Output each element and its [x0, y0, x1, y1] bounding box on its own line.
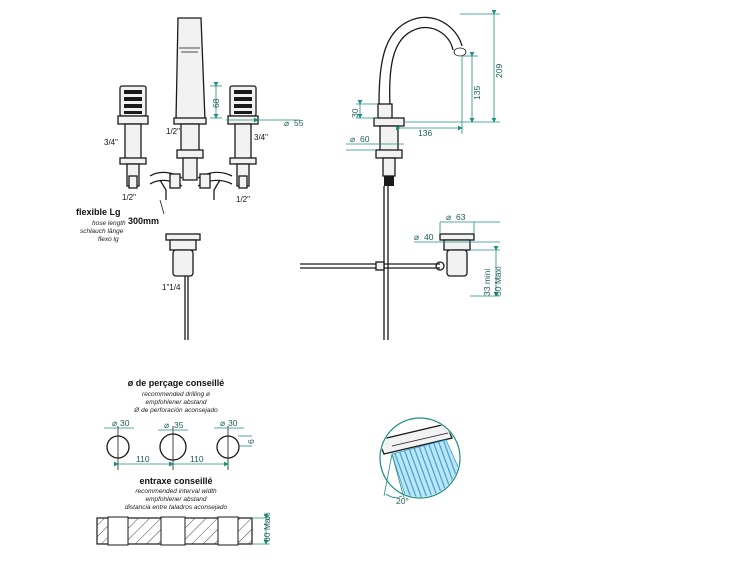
dim-60max-label: 60 Maxi: [262, 512, 272, 542]
hose-label-de: schlauch länge: [80, 228, 124, 235]
label-waste-size: 1"1/4: [162, 283, 181, 292]
hole-center-label: 35: [174, 420, 184, 430]
dim-135-label: 135: [472, 86, 482, 100]
label-3-4-right: 3/4": [254, 133, 268, 142]
label-half-center: 1/2": [166, 127, 180, 136]
dim-68-label: 68: [211, 98, 221, 108]
dim-55-label: 55: [294, 118, 304, 128]
dim-63-symbol: ⌀: [446, 212, 452, 222]
spout-base: [173, 117, 207, 125]
label-3-4-left: 3/4": [104, 138, 118, 147]
drilling-line-de: empfohlener abstand: [145, 399, 206, 406]
dim-33-label: 33 mini: [482, 268, 492, 296]
dim-209-label: 209: [494, 64, 504, 78]
hose-length: 300mm: [128, 216, 159, 226]
drilling-section: ø de perçage conseillé recommended drill…: [104, 378, 256, 470]
dim-30-label: 30: [350, 108, 360, 118]
side-view: 209 135 136 ⌀ 60 30 ⌀ 63 ⌀ 40 33 mini: [300, 10, 504, 340]
drilling-line-es: Ø de perforación aconsejado: [133, 407, 218, 414]
interval-section: entraxe conseillé recommended interval w…: [96, 476, 272, 546]
gooseneck-spout: [378, 16, 463, 107]
dim-63-label: 63: [456, 212, 466, 222]
label-half-left: 1/2": [122, 193, 136, 202]
waste-side: [435, 233, 475, 277]
hole-right-label: 30: [228, 418, 238, 428]
left-valve: [117, 85, 149, 189]
hole-center-symbol: ⌀: [164, 420, 170, 430]
hole-left-symbol: ⌀: [112, 418, 118, 428]
drilling-line-en: recommended drilling ø: [142, 391, 210, 398]
interval-line-de: empfohlener abstand: [145, 496, 206, 503]
interval-line-en: recommended interval width: [135, 488, 217, 495]
hose-label-en: hose length: [92, 220, 126, 227]
dim-50-label: 50 Maxi: [493, 266, 503, 296]
hose-label: flexible Lg: [76, 207, 121, 217]
dim-6-label: 6: [246, 439, 256, 444]
interval-title: entraxe conseillé: [139, 476, 212, 486]
drilling-title: ø de perçage conseillé: [128, 378, 225, 388]
aerator-detail: 20°: [379, 417, 461, 506]
label-half-right: 1/2": [236, 195, 250, 204]
hose-label-es: flexo lg: [98, 236, 119, 243]
hole-right-symbol: ⌀: [220, 418, 226, 428]
dim-60-symbol: ⌀: [350, 134, 356, 144]
front-view: 68 ⌀ 55 1/2" 3/4" 3/4" 1/2" 1/2" 1"1/4 f…: [76, 17, 304, 340]
spacing-left-label: 110: [136, 454, 150, 464]
waste-front: [165, 233, 201, 340]
angle-label: 20°: [396, 496, 409, 506]
dim-136-label: 136: [418, 128, 432, 138]
dim-40-symbol: ⌀: [414, 232, 420, 242]
dim-40-label: 40: [424, 232, 434, 242]
dim-55-symbol: ⌀: [284, 118, 290, 128]
spacing-right-label: 110: [190, 454, 204, 464]
dim-60-label: 60: [360, 134, 370, 144]
hole-left-label: 30: [120, 418, 130, 428]
interval-line-es: distancia entre taladros aconsejado: [125, 504, 228, 511]
spout-front: [175, 17, 206, 121]
